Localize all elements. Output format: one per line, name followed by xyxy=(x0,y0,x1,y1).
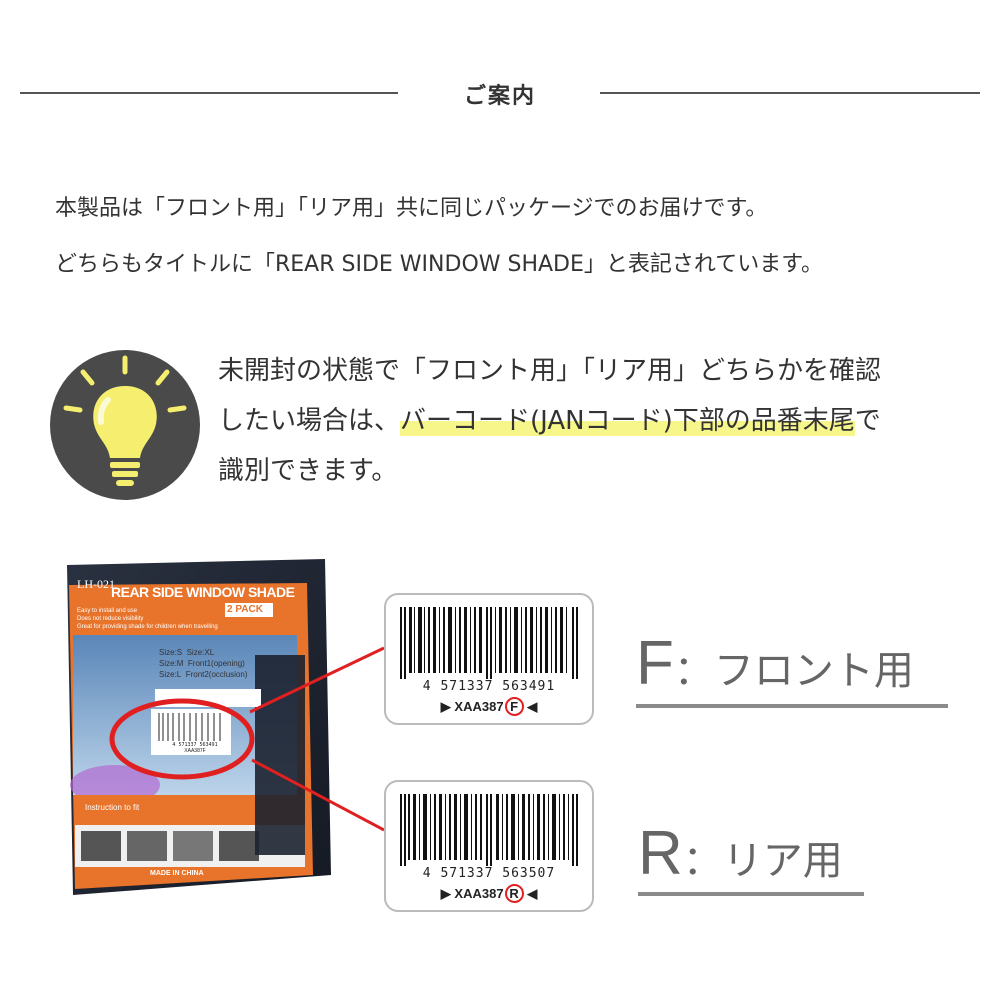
package-instruction: Instruction to fit xyxy=(85,803,140,812)
tip-line-1: 未開封の状態で「フロント用」「リア用」どちらかを確認 xyxy=(218,356,882,386)
package-bullet: Does not reduce visibility xyxy=(77,616,144,622)
tip-line-2-prefix: したい場合は、 xyxy=(218,406,401,436)
size-option: Front2(occlusion) xyxy=(185,670,248,679)
reverse-play-icon: ◀ xyxy=(527,886,538,901)
package-pack: 2 PACK xyxy=(227,604,263,615)
intro-line-1: 本製品は「フロント用」「リア用」共に同じパッケージでのお届けです。 xyxy=(55,196,768,221)
size-option: Size:S xyxy=(159,648,183,657)
size-option: Size:L xyxy=(159,670,182,679)
header-rule-right xyxy=(600,92,980,94)
barcode-front-digits: 4 571337 563491 xyxy=(422,679,556,694)
barcode-rear-digits: 4 571337 563507 xyxy=(422,866,556,881)
reverse-play-icon: ◀ xyxy=(527,699,538,714)
size-option: Size:XL xyxy=(186,648,215,657)
package-photo: LH-021 REAR SIDE WINDOW SHADE 2 PACK Eas… xyxy=(55,555,335,900)
lightbulb-icon xyxy=(63,355,187,486)
code-prefix: XAA387 xyxy=(454,886,504,901)
size-option: Size:M xyxy=(159,659,184,668)
code-suffix: R xyxy=(504,884,524,903)
code-suffix: F xyxy=(504,697,524,716)
front-underline xyxy=(636,704,948,708)
header-rule-left xyxy=(20,92,398,94)
code-prefix: XAA387 xyxy=(454,699,504,714)
barcode-front-bars xyxy=(400,607,578,679)
package-title: REAR SIDE WINDOW SHADE xyxy=(111,584,295,600)
package-mini-digits: 4 571337 563491 xyxy=(172,742,218,748)
intro-line-2: どちらもタイトルに「REAR SIDE WINDOW SHADE」と表記されてい… xyxy=(55,252,824,277)
package-bullets: Easy to install and use Does not reduce … xyxy=(77,607,218,631)
rear-label: R：リア用 xyxy=(638,818,843,889)
rear-text: ：リア用 xyxy=(682,838,843,884)
package-bullet: Easy to install and use xyxy=(77,608,138,614)
rear-underline xyxy=(638,892,864,896)
tip-line-2: したい場合は、バーコード(JANコード)下部の品番末尾で xyxy=(218,400,881,437)
package-bullet: Great for providing shade for children w… xyxy=(77,624,218,630)
front-label: F：フロント用 xyxy=(636,628,914,699)
tip-line-2-suffix: で xyxy=(854,406,881,436)
package-model: LH-021 xyxy=(77,577,115,591)
barcode-rear-bars xyxy=(400,794,578,866)
tip-highlight: バーコード(JANコード)下部の品番末尾 xyxy=(400,406,855,436)
play-icon: ▶ xyxy=(440,699,451,714)
rear-letter: R xyxy=(638,819,683,888)
tip-line-3: 識別できます。 xyxy=(218,456,398,486)
front-text: ：フロント用 xyxy=(673,648,914,694)
package-mini-code: XAA387F xyxy=(184,748,206,754)
package-made-in: MADE IN CHINA xyxy=(150,870,204,877)
play-icon: ▶ xyxy=(440,886,451,901)
front-letter: F xyxy=(636,629,674,698)
package-sizes: Size:S Size:XL Size:M Front1(opening) Si… xyxy=(159,647,299,680)
page-title: ご案内 xyxy=(463,84,536,109)
size-option: Front1(opening) xyxy=(187,659,245,668)
